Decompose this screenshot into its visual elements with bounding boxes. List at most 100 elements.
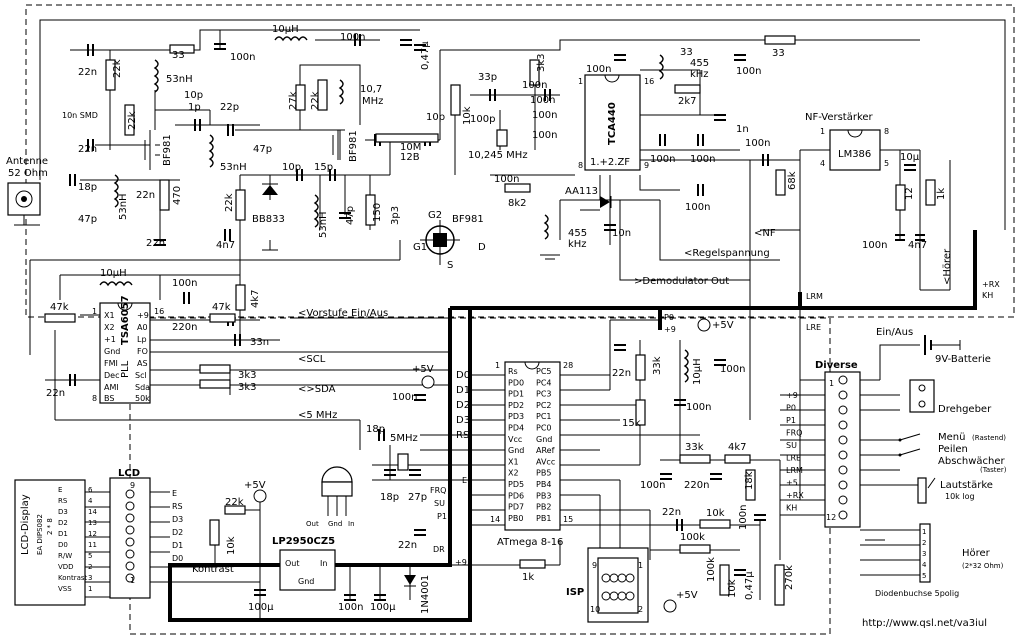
hoerer-pin-number: 4 (922, 561, 927, 569)
tca-pin16: 16 (644, 77, 654, 86)
lm386-pin8: 8 (884, 127, 889, 136)
lcd-display-label: LCD-Display (20, 494, 31, 555)
svg-text:Lp: Lp (137, 335, 147, 344)
svg-text:27p: 27p (408, 492, 427, 503)
svg-text:455: 455 (690, 58, 709, 69)
svg-text:FRQ: FRQ (430, 486, 446, 495)
tsa-pin8: 8 (92, 394, 97, 403)
diodenbuchse-label: Diodenbuchse 5polig (875, 589, 959, 598)
svg-text:100n: 100n (862, 240, 887, 251)
svg-text:0,47µ: 0,47µ (420, 41, 431, 70)
to92-gnd: Gnd (328, 520, 342, 528)
tca440-label: TCA440 (607, 102, 618, 145)
lcd-pin-name: D3 (58, 508, 68, 516)
svg-text:18k: 18k (744, 471, 755, 490)
taster-label: (Taster) (980, 466, 1007, 474)
atmega-pin15: 15 (563, 515, 573, 524)
lp2950-in: In (320, 559, 327, 568)
bf981-g2: G2 (428, 210, 442, 221)
p0-label: P0 (664, 313, 674, 322)
svg-text:100n: 100n (720, 364, 745, 375)
lcd-connector-pin (125, 501, 135, 511)
menu-rastend: (Rastend) (972, 434, 1006, 442)
hoerer-label: Hörer (962, 548, 991, 559)
lm386-pin1: 1 (820, 127, 825, 136)
svg-text:18p: 18p (366, 424, 385, 435)
antenna-label: Antenne (6, 156, 48, 167)
isp-connector (587, 547, 649, 623)
volume-pot (917, 477, 936, 504)
svg-text:A0: A0 (137, 323, 148, 332)
supply-markers (253, 318, 711, 613)
atmega-pin-left: PD1 (508, 390, 524, 399)
abschwaecher-label: Abschwächer (938, 456, 1006, 467)
svg-text:10p: 10p (282, 162, 301, 173)
lcd-pin-name: RS (58, 497, 68, 505)
hoerer-ohms: (2*32 Ohm) (962, 562, 1004, 570)
lcd-connector-pin (125, 537, 135, 547)
atmega-pin-left: X2 (508, 469, 519, 478)
svg-text:100n: 100n (532, 110, 557, 121)
svg-text:270k: 270k (784, 565, 795, 590)
tca440-ic (584, 74, 641, 171)
atmega-pin1: 1 (495, 361, 500, 370)
svg-text:3k3: 3k3 (536, 53, 547, 72)
signal-scl: <SCL (298, 354, 326, 365)
svg-text:10,245 MHz: 10,245 MHz (468, 150, 528, 161)
atmega-pin-left: PD3 (508, 412, 524, 421)
atmega-pin-right: PC3 (536, 390, 552, 399)
svg-text:22k: 22k (127, 111, 138, 130)
diverse-pin-name: KH (786, 504, 797, 513)
tsa6057-pins-right: +9 A0 Lp FO AS Scl Sda 50k (135, 311, 150, 403)
inductors (99, 36, 689, 383)
lcd-connector-pin (125, 513, 135, 523)
atmega-pin-right: Gnd (536, 435, 552, 444)
ground-symbols (30, 224, 885, 546)
hoerer-pin-number: 3 (922, 550, 926, 558)
headphone-jack (919, 523, 931, 583)
lcd-pin-number: 4 (88, 497, 93, 505)
tca-pin9: 9 (644, 161, 649, 170)
svg-text:AMI: AMI (104, 383, 119, 392)
isp-pin9: 9 (592, 561, 597, 570)
capacitor-marks (69, 34, 925, 601)
lm386-pin5: 5 (884, 159, 889, 168)
diodes (262, 183, 612, 587)
svg-text:47p: 47p (78, 214, 97, 225)
svg-text:22n: 22n (78, 67, 97, 78)
isp-pin10: 10 (590, 605, 600, 614)
svg-text:10µH: 10µH (272, 24, 299, 35)
svg-text:33k: 33k (652, 356, 663, 375)
svg-text:kHz: kHz (568, 239, 587, 250)
atmega-pin-left: PD7 (508, 503, 524, 512)
svg-text:+9: +9 (137, 311, 149, 320)
svg-text:100n: 100n (690, 154, 715, 165)
svg-text:Scl: Scl (135, 371, 147, 380)
component-values: 22n 22k 33 53nH 10p 1p 22p 53nH 47p 22k … (46, 24, 947, 613)
svg-text:100k: 100k (680, 532, 705, 543)
lcd-pin-name: R/W (58, 552, 72, 560)
isp-label: ISP (566, 587, 584, 598)
atmega-pin-left: Gnd (508, 446, 524, 455)
diverse-pin-name: +RX (786, 491, 804, 500)
svg-text:10M: 10M (400, 142, 421, 153)
svg-text:100n: 100n (736, 66, 761, 77)
rf-section-border (25, 4, 1015, 318)
svg-text:100µ: 100µ (248, 602, 274, 613)
atmega-pin-right: AVcc (536, 457, 555, 466)
isp-pin1: 1 (638, 561, 643, 570)
lp2950-out: Out (285, 559, 300, 568)
tsa6057-label: TSA6057 (120, 295, 131, 345)
svg-text:Dec: Dec (104, 371, 119, 380)
isp-pin2: 2 (638, 605, 643, 614)
svg-text:10µH: 10µH (692, 358, 703, 385)
svg-text:8k2: 8k2 (508, 198, 527, 209)
svg-text:100n: 100n (338, 602, 363, 613)
signal-nf: <NF (754, 228, 776, 239)
atmega-pin-right: PC2 (536, 401, 552, 410)
to92-in: In (348, 520, 355, 528)
crystals (397, 129, 508, 471)
svg-text:1k: 1k (936, 188, 947, 200)
signal-sda: <>SDA (298, 384, 336, 395)
diverse-pin-name: P1 (786, 416, 796, 425)
